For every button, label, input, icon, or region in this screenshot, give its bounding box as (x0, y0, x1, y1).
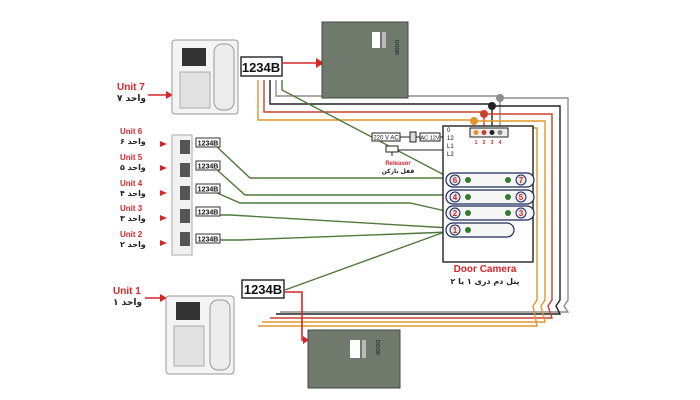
svg-text:DOOR: DOOR (374, 340, 380, 355)
svg-text:واحد ۷: واحد ۷ (117, 94, 146, 104)
svg-text:1234B: 1234B (198, 164, 219, 171)
panel-title: Door Camera (454, 264, 517, 275)
terminal-unit5: 1234B (195, 160, 221, 171)
pin-block (469, 127, 509, 138)
svg-text:واحد ۵: واحد ۵ (120, 163, 146, 172)
svg-text:6: 6 (453, 176, 458, 185)
svg-text:واحد ۲: واحد ۲ (120, 240, 146, 249)
svg-text:0: 0 (447, 128, 451, 134)
bus-extra (258, 127, 538, 327)
arrow-bottom-line (285, 291, 306, 341)
svg-text:3: 3 (519, 209, 524, 218)
label-unit1: Unit 1 واحد ۱ (113, 286, 142, 308)
label-unit3: Unit 3 واحد ۳ (120, 204, 146, 223)
svg-text:7: 7 (519, 176, 524, 185)
svg-text:L2: L2 (447, 152, 454, 158)
transformer (409, 131, 417, 143)
button-row-1: 1 (445, 222, 515, 238)
svg-text:Releasor: Releasor (385, 161, 411, 167)
monitor-unit7 (171, 39, 239, 115)
monitor-unit1 (165, 295, 235, 375)
monitor-stack (171, 134, 193, 256)
monitor-unit7-screen (182, 48, 206, 66)
svg-text:4: 4 (499, 140, 502, 146)
svg-text:قفل بازکن: قفل بازکن (382, 168, 415, 175)
monitor-unit7-panel (179, 71, 211, 109)
svg-text:L1: L1 (447, 144, 454, 150)
svg-text:5: 5 (519, 193, 524, 202)
camera-top: DOOR (321, 21, 409, 99)
svg-text:1234B: 1234B (198, 210, 219, 217)
arrow-unit1-head (160, 294, 167, 302)
terminal-unit3: 1234B (195, 206, 221, 217)
svg-text:1: 1 (453, 226, 458, 235)
svg-text:واحد ۴: واحد ۴ (120, 189, 146, 198)
svg-text:1234B: 1234B (198, 187, 219, 194)
bus-red (270, 113, 553, 319)
panel-subtitle: پنل دم دری ۱ یا ۲ (450, 277, 519, 286)
wire-unit2 (215, 231, 451, 241)
svg-text:واحد ۶: واحد ۶ (120, 137, 146, 146)
terminal-unit6: 1234B (195, 137, 221, 148)
svg-text:Unit 4: Unit 4 (120, 179, 143, 188)
terminal-block-bottom: 1234B (241, 279, 285, 299)
svg-text:Unit 7: Unit 7 (117, 82, 145, 93)
label-unit7: Unit 7 واحد ۷ (117, 82, 146, 104)
wire-unit1 (284, 229, 451, 291)
bus-black (276, 105, 562, 315)
svg-text:Unit 1: Unit 1 (113, 286, 141, 297)
wire-unit5 (214, 167, 450, 196)
monitor-unit1-handset (209, 299, 231, 371)
svg-text:1234B: 1234B (244, 282, 282, 297)
bus-gray (280, 97, 570, 313)
button-row-2-3: 2 3 (445, 205, 535, 221)
label-unit5: Unit 5 واحد ۵ (120, 153, 146, 172)
svg-text:2: 2 (453, 209, 458, 218)
unit-labels: Unit 7 واحد ۷ Unit 6 واحد ۶ Unit 5 واحد … (113, 82, 146, 308)
svg-text:1234B: 1234B (242, 60, 280, 75)
svg-text:2: 2 (483, 140, 486, 146)
button-row-6-7: 6 7 (445, 172, 535, 188)
label-unit2: Unit 2 واحد ۲ (120, 230, 146, 249)
terminal-unit2: 1234B (195, 233, 221, 244)
svg-text:Unit 2: Unit 2 (120, 230, 143, 239)
svg-text:Unit 6: Unit 6 (120, 127, 143, 136)
arrow-unit7-head (166, 91, 173, 99)
bus-orange (262, 120, 546, 323)
wire-top-3 (269, 80, 493, 126)
svg-text:3: 3 (491, 140, 494, 146)
terminal-unit4: 1234B (195, 183, 221, 194)
monitor-unit7-handset (213, 43, 235, 111)
wire-unit6 (214, 144, 450, 179)
arrow-top-head (316, 58, 324, 68)
camera-bottom: DOOR (307, 329, 401, 389)
monitor-unit1-screen (176, 302, 200, 320)
arrow-bottom-head (303, 336, 309, 344)
unit-terminals: 1234B 1234B 1234B 1234B 1234B (195, 137, 221, 244)
releasor-box (385, 145, 399, 153)
monitor-unit1-panel (173, 325, 205, 367)
svg-text:4: 4 (453, 193, 458, 202)
label-unit6: Unit 6 واحد ۶ (120, 127, 146, 146)
button-row-4-5: 4 5 (445, 189, 535, 205)
svg-text:220 V AC: 220 V AC (373, 136, 399, 142)
stack-arrows (160, 141, 167, 246)
wire-unit4 (214, 191, 451, 213)
svg-text:1234B: 1234B (198, 141, 219, 148)
label-unit4: Unit 4 واحد ۴ (120, 179, 146, 198)
wire-top-2 (263, 80, 485, 126)
svg-text:واحد ۳: واحد ۳ (120, 214, 146, 223)
terminal-block-top: 1234B (240, 56, 283, 77)
svg-text:1234B: 1234B (198, 237, 219, 244)
svg-text:1: 1 (475, 140, 478, 146)
svg-text:DOOR: DOOR (393, 40, 399, 55)
svg-text:AC 12V: AC 12V (421, 136, 440, 142)
svg-text:Unit 5: Unit 5 (120, 153, 143, 162)
wire-unit3 (215, 214, 451, 229)
svg-text:12: 12 (447, 136, 454, 142)
door-camera-panel: 220 V AC AC 12V Releasor قفل بازکن 0 1 2 … (371, 125, 535, 286)
svg-text:واحد ۱: واحد ۱ (113, 298, 142, 308)
svg-text:Unit 3: Unit 3 (120, 204, 143, 213)
